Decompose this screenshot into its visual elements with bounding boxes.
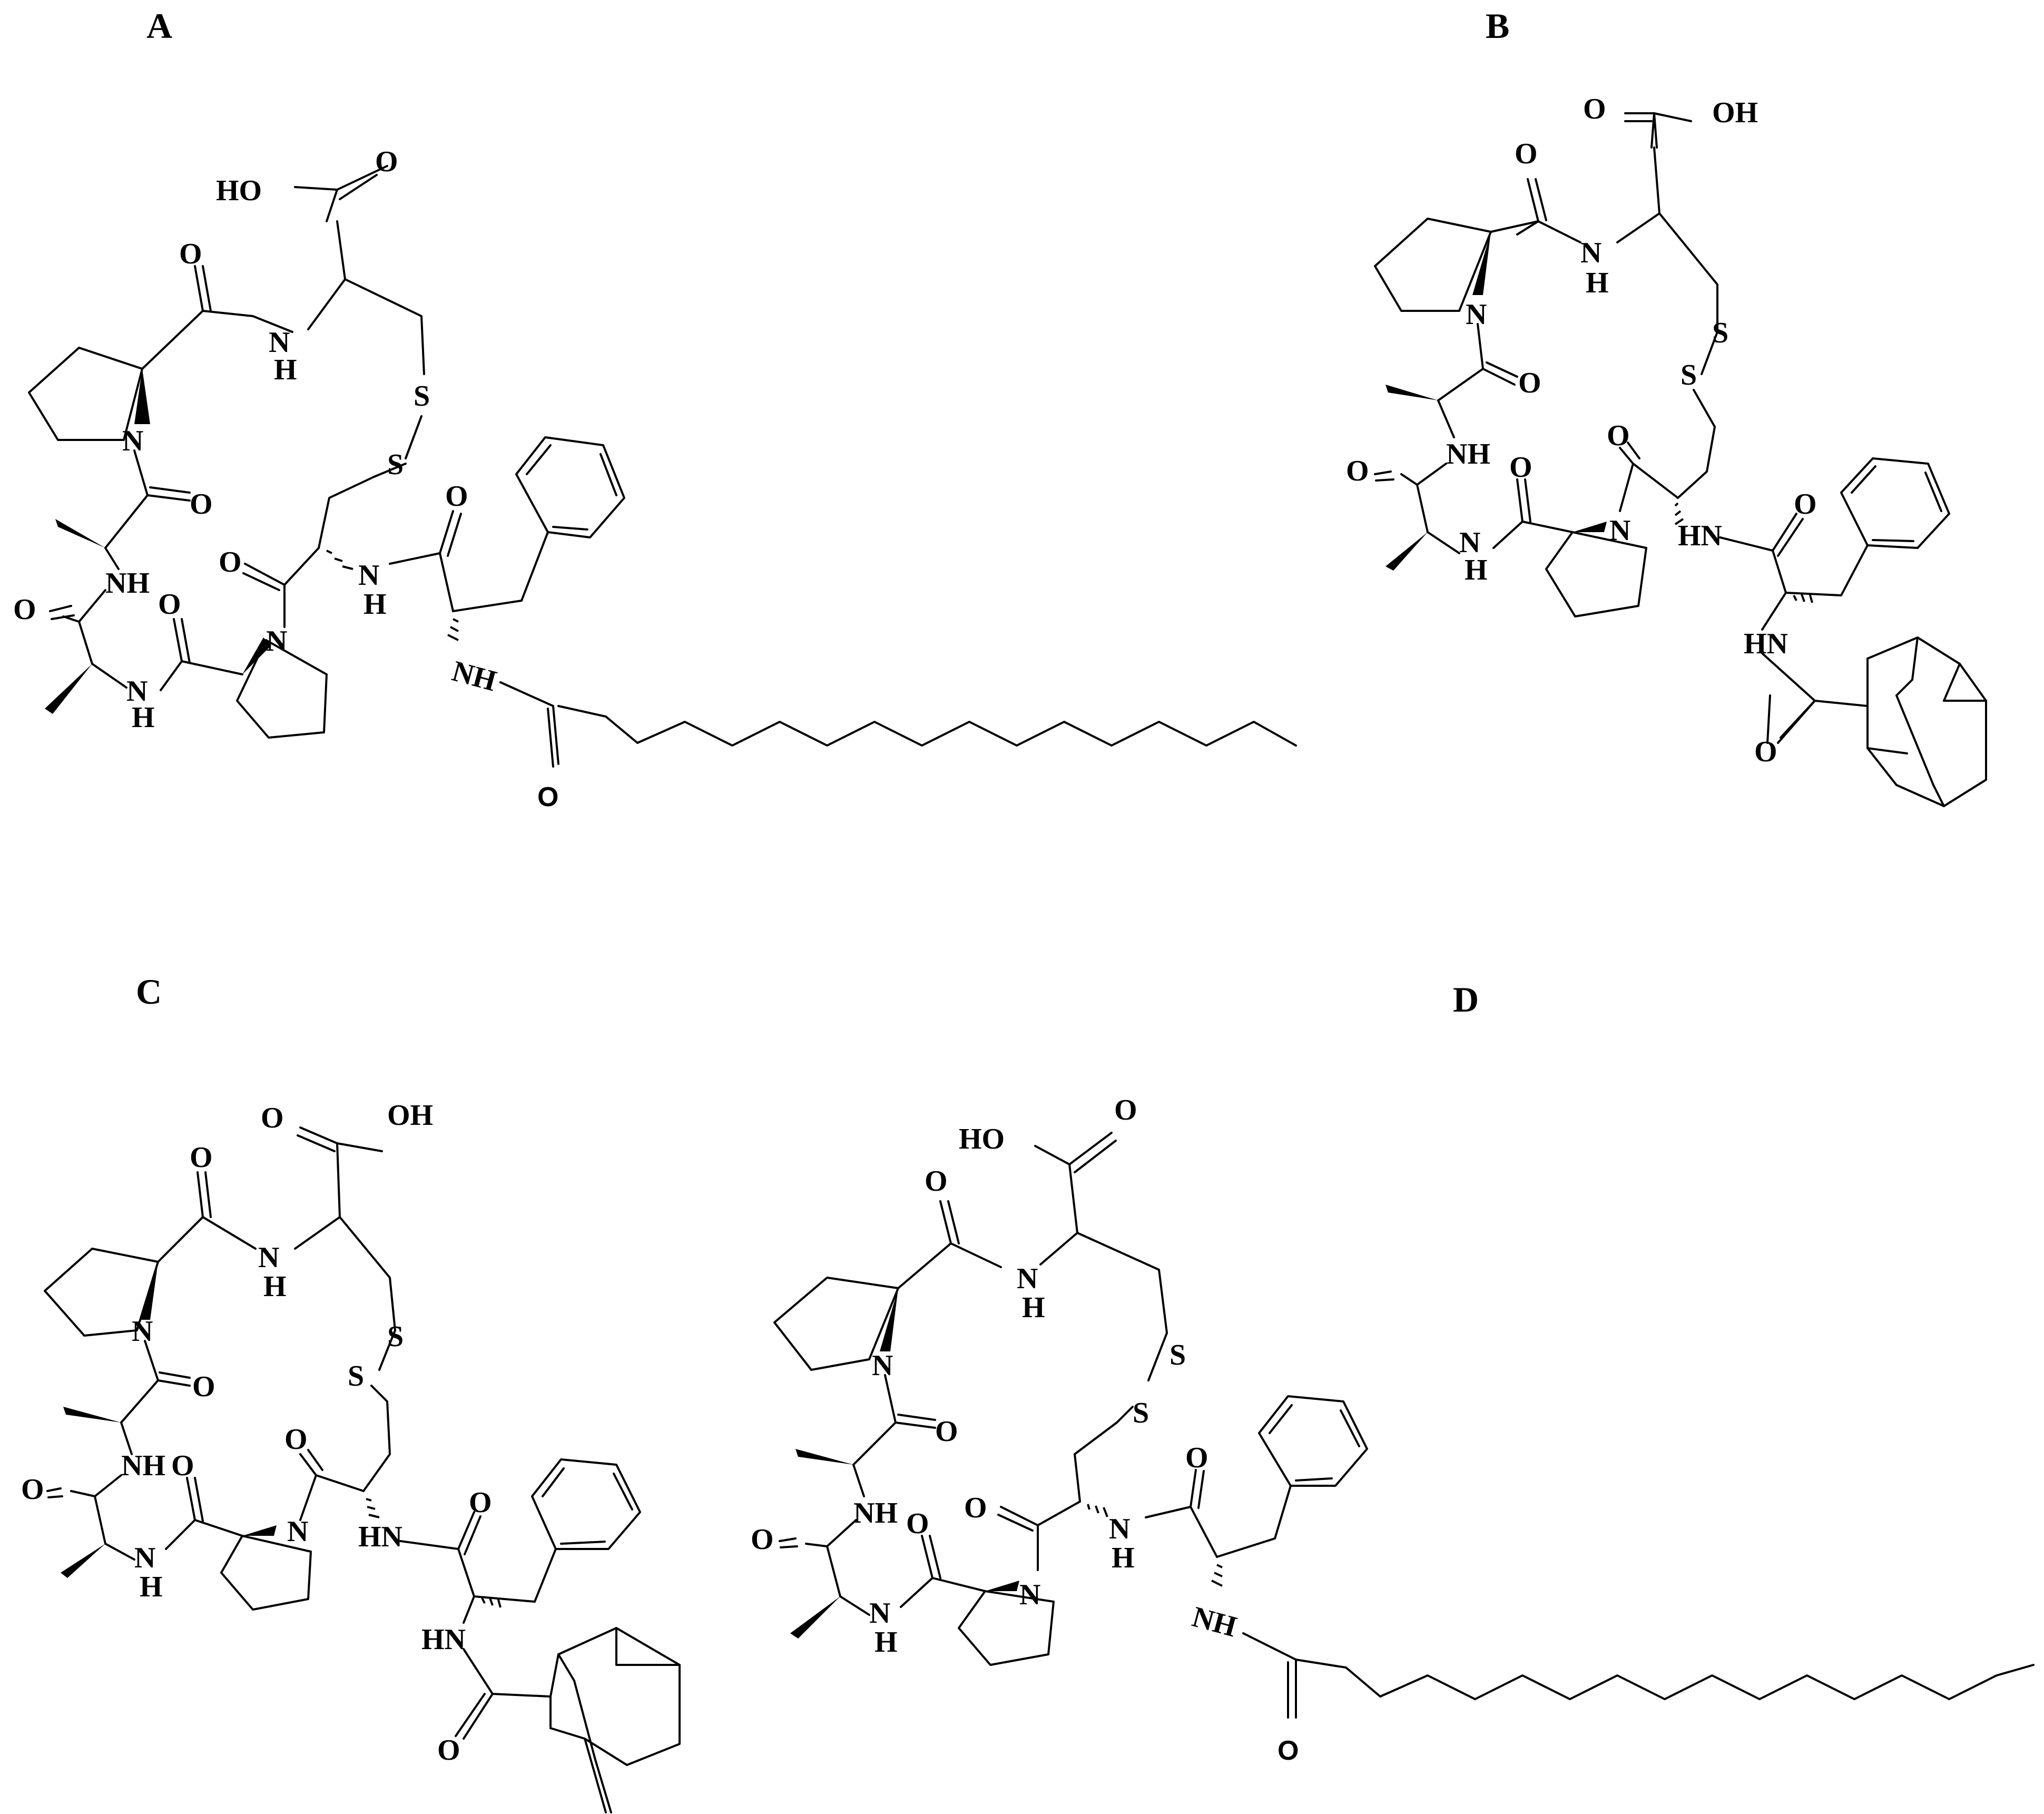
atom-label: O: [1754, 736, 1777, 768]
atom-label: NH: [121, 1449, 165, 1482]
atom-label: O: [158, 588, 181, 621]
atom-label: O: [190, 488, 213, 521]
atom-label: N: [1109, 1513, 1130, 1545]
atom-label: O: [13, 593, 36, 626]
atom-label: HN: [1744, 627, 1788, 660]
atom-label: O: [171, 1449, 194, 1482]
atom-label: HO: [216, 174, 262, 207]
atom-label: OH: [387, 1099, 433, 1132]
atom-label: O: [1518, 367, 1541, 399]
atom-label: NH: [105, 567, 150, 600]
atom-label: N: [122, 425, 143, 457]
atom-label: NH: [449, 655, 500, 698]
atom-label: O: [751, 1523, 774, 1556]
atom-label: O: [190, 1141, 213, 1174]
atom-label: S: [387, 448, 404, 481]
atom-label: HN: [1678, 519, 1722, 552]
atom-label: S: [1712, 317, 1728, 349]
atom-label: N: [134, 1542, 155, 1574]
structure-a: HO O O N H S S N O NH O O N H N O N H O …: [13, 145, 1297, 812]
atom-label: O: [219, 546, 242, 578]
atom-label: N: [872, 1349, 893, 1382]
atom-label: S: [387, 1320, 404, 1353]
atom-label: N: [358, 559, 379, 592]
atom-label: N: [269, 326, 290, 359]
atom-label: S: [1170, 1339, 1186, 1371]
structure-d: HO O O N H S S N O NH O O N H N O N H O …: [751, 1094, 2035, 1766]
atom-label: H: [1022, 1291, 1045, 1324]
atom-label: O: [1114, 1094, 1137, 1126]
panel-label-b: B: [1486, 6, 1509, 46]
atom-label: H: [132, 701, 155, 734]
atom-label: O: [1515, 138, 1538, 170]
atom-label: NH: [1189, 1601, 1240, 1644]
atom-label: S: [414, 380, 430, 413]
panel-label-c: C: [136, 972, 162, 1012]
atom-label: O: [537, 782, 558, 812]
atom-label: O: [1607, 419, 1630, 452]
atom-label: H: [274, 354, 297, 386]
atom-label: O: [375, 145, 398, 178]
atom-label: OH: [1712, 96, 1758, 129]
atom-label: N: [1466, 298, 1487, 331]
atom-label: O: [1794, 488, 1817, 521]
atom-label: N: [287, 1515, 308, 1548]
structure-b: O OH O N H S S N O NH O O N H N O HN O H…: [1346, 93, 1987, 807]
atom-label: NH: [1446, 438, 1490, 470]
panel-label-a: A: [146, 6, 172, 46]
atom-label: O: [1278, 1735, 1299, 1766]
atom-label: S: [1133, 1397, 1149, 1429]
atom-label: N: [1017, 1262, 1038, 1295]
atom-label: N: [132, 1315, 153, 1348]
atom-label: O: [935, 1415, 958, 1448]
atom-label: N: [1019, 1578, 1040, 1611]
atom-label: O: [179, 238, 202, 270]
atom-label: O: [925, 1165, 948, 1198]
atom-label: H: [363, 588, 387, 621]
peptide-ring-a: [28, 165, 1297, 768]
atom-label: H: [1586, 267, 1609, 299]
peptide-ring-d: [773, 1132, 2035, 1719]
atom-label: O: [469, 1486, 492, 1519]
atom-label: N: [266, 625, 287, 658]
atom-label: H: [874, 1626, 898, 1659]
atom-label: H: [1465, 554, 1488, 586]
peptide-ring-b: [1374, 112, 1987, 807]
atom-label: NH: [853, 1497, 898, 1529]
atom-label: HO: [959, 1123, 1005, 1155]
atom-label: O: [964, 1492, 987, 1524]
structure-c: O OH O N H S S N O NH O O N H N O HN O H…: [21, 1099, 681, 1813]
atom-label: O: [1583, 93, 1606, 125]
atom-label: N: [869, 1597, 890, 1630]
atom-label: N: [126, 675, 148, 708]
atom-label: O: [1185, 1442, 1208, 1474]
atom-label: H: [1112, 1542, 1135, 1574]
peptide-ring-c: [44, 1126, 681, 1813]
atom-label: O: [437, 1734, 460, 1767]
atom-label: O: [284, 1423, 308, 1456]
atom-label: S: [1681, 359, 1697, 391]
atom-label: N: [1609, 514, 1630, 547]
atom-label: O: [261, 1102, 284, 1134]
atom-label: S: [348, 1360, 364, 1393]
atom-label: O: [445, 480, 468, 513]
atom-label: H: [140, 1571, 163, 1603]
atom-label: HN: [358, 1521, 402, 1553]
panel-label-d: D: [1453, 979, 1479, 1019]
atom-label: O: [21, 1473, 44, 1506]
atom-label: N: [1580, 237, 1601, 269]
atom-label: HN: [421, 1623, 466, 1656]
atom-label: O: [906, 1507, 929, 1540]
atom-label: O: [192, 1370, 215, 1403]
atom-label: O: [1509, 451, 1532, 484]
atom-label: N: [1459, 526, 1480, 559]
atom-label: O: [1346, 455, 1369, 487]
atom-label: H: [263, 1270, 287, 1303]
atom-label: N: [258, 1241, 279, 1274]
